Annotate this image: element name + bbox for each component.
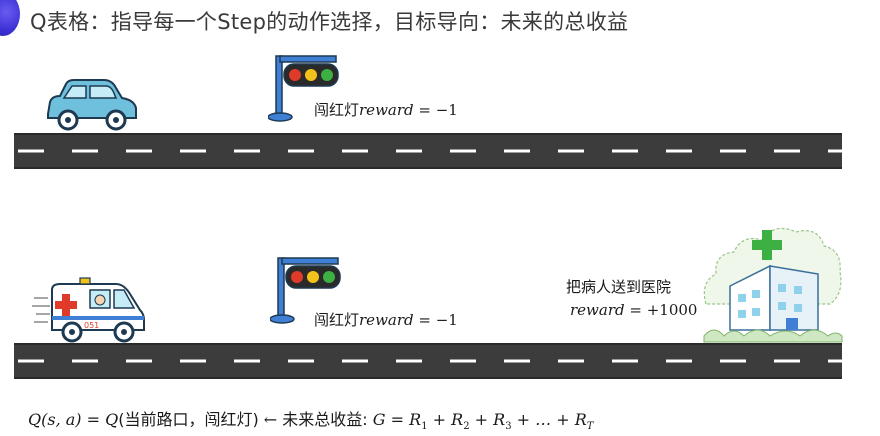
penalty-label-1: 闯红灯reward = −1: [314, 101, 458, 119]
corner-accent-blob: [0, 0, 20, 36]
hospital-illustration: [703, 227, 843, 343]
slide-title: Q表格：指导每一个Step的动作选择，目标导向：未来的总收益: [30, 10, 629, 34]
traffic-light-icon: [268, 55, 339, 122]
ambulance-illustration: 051: [32, 277, 145, 343]
traffic-light-icon: [270, 257, 341, 324]
road-top: [14, 133, 842, 169]
car-illustration: [47, 79, 137, 131]
hospital-reward-label: reward = +1000: [570, 301, 698, 319]
road-bottom: [14, 343, 842, 379]
hospital-goal-text: 把病人送到医院: [566, 278, 672, 296]
q-value-formula: Q(s, a) = Q(当前路口，闯红灯) ← 未来总收益: G = R1 + …: [28, 410, 594, 433]
ambulance-plate: 051: [84, 321, 99, 330]
penalty-label-2: 闯红灯reward = −1: [314, 311, 458, 329]
